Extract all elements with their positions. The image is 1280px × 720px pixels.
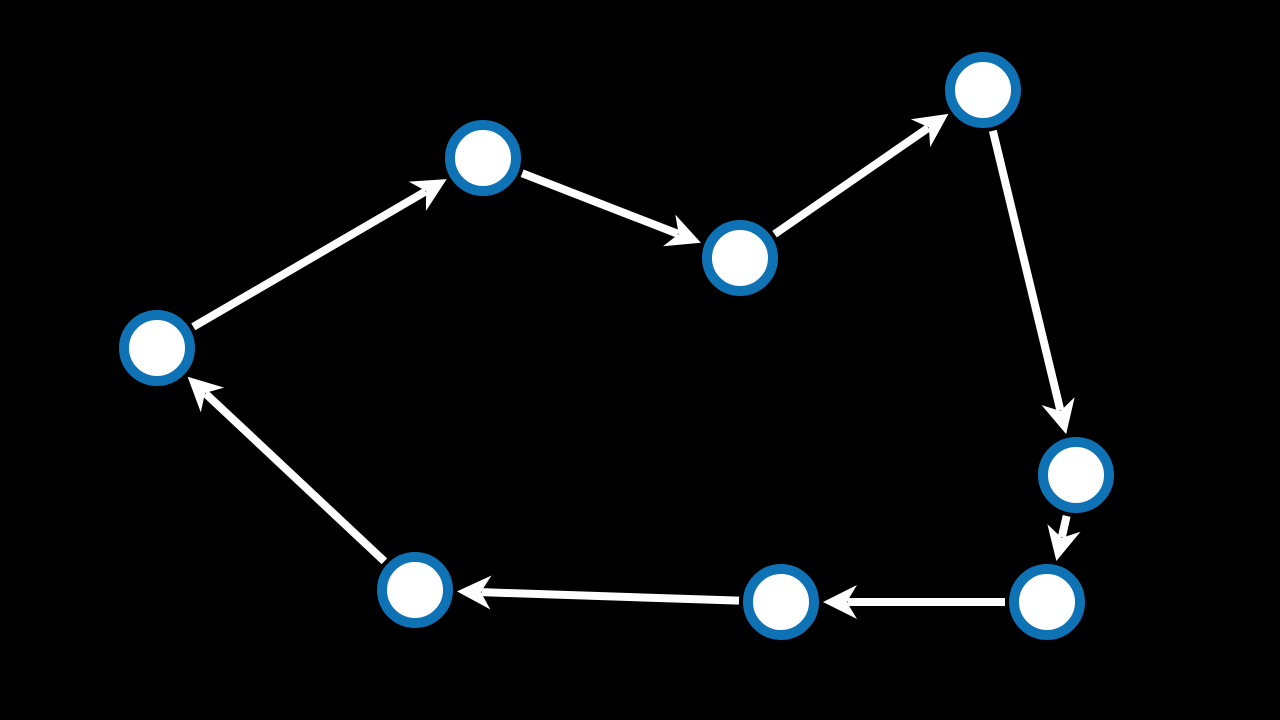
graph-edge[interactable] (520, 169, 701, 247)
edge-arrowhead (187, 376, 225, 413)
graph-edge[interactable] (191, 179, 447, 331)
node-circle[interactable] (702, 220, 778, 296)
graph-edge[interactable] (772, 113, 949, 238)
edge-shaft (481, 588, 740, 605)
edge-arrowhead (1047, 524, 1081, 562)
node-circle[interactable] (445, 120, 521, 196)
edge-shaft (772, 124, 931, 238)
graph-node[interactable] (1038, 437, 1114, 513)
edge-shaft (520, 169, 680, 238)
graph-edge[interactable] (187, 376, 388, 565)
graph-edge[interactable] (823, 585, 1005, 619)
node-circle[interactable] (945, 52, 1021, 128)
node-circle[interactable] (119, 310, 195, 386)
edge-shaft (1057, 515, 1071, 539)
edge-shaft (191, 188, 428, 331)
graph-node[interactable] (702, 220, 778, 296)
graph-node[interactable] (377, 552, 453, 628)
node-circle[interactable] (1038, 437, 1114, 513)
graph-node[interactable] (445, 120, 521, 196)
edge-arrowhead (408, 179, 447, 211)
node-circle[interactable] (743, 564, 819, 640)
node-circle[interactable] (377, 552, 453, 628)
graph-node[interactable] (945, 52, 1021, 128)
edge-arrowhead (1041, 397, 1075, 435)
graph-edge[interactable] (456, 575, 740, 610)
edge-arrowhead (910, 113, 949, 148)
edge-shaft (988, 129, 1065, 412)
graph-edge[interactable] (1047, 515, 1081, 562)
edge-arrowhead (823, 585, 857, 619)
edge-layer (187, 113, 1081, 619)
node-layer (119, 52, 1114, 640)
edge-shaft (202, 390, 388, 565)
node-circle[interactable] (1009, 564, 1085, 640)
graph-node[interactable] (743, 564, 819, 640)
graph-edge[interactable] (988, 129, 1075, 435)
edge-arrowhead (456, 575, 492, 610)
graph-node[interactable] (119, 310, 195, 386)
edge-arrowhead (663, 214, 701, 247)
graph-node[interactable] (1009, 564, 1085, 640)
